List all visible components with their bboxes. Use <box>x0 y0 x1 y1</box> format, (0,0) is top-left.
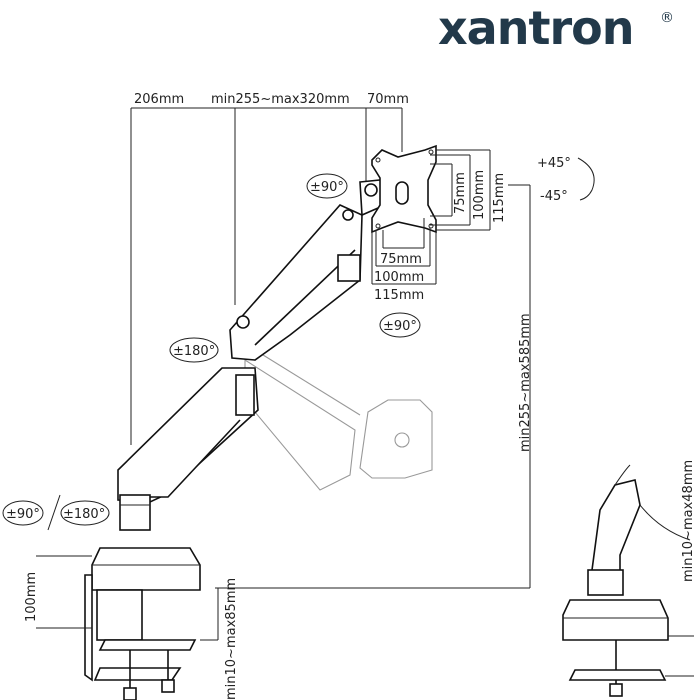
dim-vesa-v-115: 115mm <box>492 173 507 223</box>
tilt-up-label: +45° <box>537 156 571 171</box>
lowered-arm-ghost <box>244 349 433 491</box>
base-swivel-180-icon <box>60 500 110 526</box>
brand-logo: xantron ® <box>438 1 674 55</box>
base-swivel-90-label: ±90° <box>6 507 40 522</box>
base-swivel-180-label: ±180° <box>63 507 105 522</box>
tilt-down-label: -45° <box>540 189 568 204</box>
dim-vesa-v-75: 75mm <box>453 172 468 214</box>
registered-mark: ® <box>660 10 674 26</box>
top-dimension-lines <box>130 107 403 445</box>
rotate-screen-icon <box>379 312 421 338</box>
dim-arm-reach: min255~max320mm <box>211 92 350 107</box>
vesa-plate <box>371 144 437 234</box>
dim-arm-base: 206mm <box>134 92 184 107</box>
dim-vesa-h-100: 100mm <box>374 270 424 285</box>
dim-head-offset: 70mm <box>367 92 409 107</box>
grommet-mount <box>562 464 691 697</box>
dim-vesa-h-115: 115mm <box>374 288 424 303</box>
head-swivel-icon <box>306 173 348 199</box>
brand-name: xantron <box>438 1 634 55</box>
elbow-rotate-icon <box>169 337 219 363</box>
elbow-label: ±180° <box>173 344 215 359</box>
rotation-badges <box>2 173 421 531</box>
tilt-arrow-icon <box>577 157 595 201</box>
dim-grommet-desk: min10~max48mm <box>681 460 696 582</box>
dim-clamp-height: 100mm <box>24 572 39 622</box>
desk-clamp <box>84 547 201 700</box>
head-swivel-label: ±90° <box>310 180 344 195</box>
dim-vesa-h-75: 75mm <box>380 252 422 267</box>
rotate-screen-label: ±90° <box>383 319 417 334</box>
dim-vesa-v-100: 100mm <box>472 170 487 220</box>
monitor-arm <box>117 179 386 531</box>
vesa-dimension-lines <box>371 149 491 285</box>
dim-clamp-desk: min10~max85mm <box>224 578 239 700</box>
base-swivel-90-icon <box>2 500 44 526</box>
dim-height-range: min255~max585mm <box>518 313 533 452</box>
